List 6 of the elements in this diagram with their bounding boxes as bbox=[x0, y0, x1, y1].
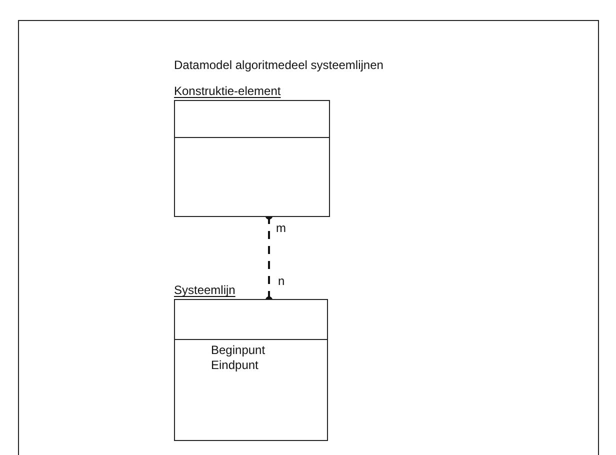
entity-name: Systeemlijn bbox=[174, 283, 236, 297]
cardinality-label: n bbox=[278, 274, 285, 288]
diagram-title: Datamodel algoritmedeel systeemlijnen bbox=[174, 58, 384, 72]
cardinality-label: m bbox=[276, 221, 286, 235]
entity-name: Konstruktie-element bbox=[174, 84, 281, 98]
attribute-list: Beginpunt Eindpunt bbox=[211, 343, 281, 373]
